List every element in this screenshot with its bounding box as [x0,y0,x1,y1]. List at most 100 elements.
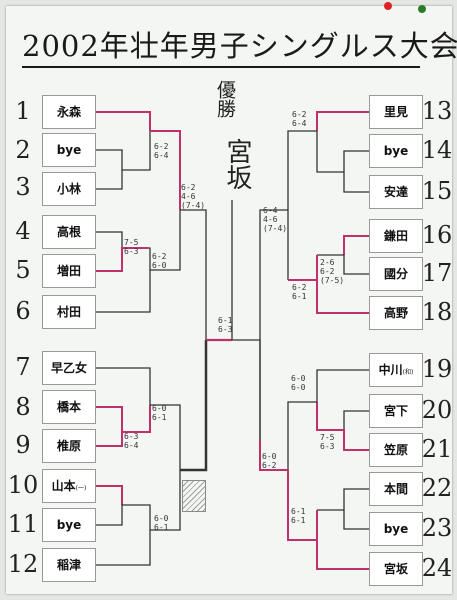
bracket-line-10 [96,406,123,432]
title-underline [22,66,420,68]
score-sf-right: 6-0 6-2 [262,452,277,470]
seed-right-16: 16 [421,221,453,249]
player-right-23: bye [369,512,423,546]
seed-left-2: 2 [15,136,31,164]
bracket-line-16 [150,470,181,531]
bracket-line-11 [96,405,151,447]
bracket-line-35 [287,470,317,541]
player-right-22: 本間 [369,472,423,506]
player-left-4: 高根 [42,215,96,249]
score-r1-h: 2-6 6-2 (7-5) [320,258,345,285]
bracket-line-37 [232,339,261,440]
green-pin-icon [418,5,426,13]
seed-left-3: 3 [15,173,31,201]
player-right-19-note: (和) [402,369,414,376]
bracket-line-20 [316,131,369,173]
bracket-line-19 [316,111,369,131]
bracket-line-34 [316,510,369,570]
bracket-line-28 [316,369,369,402]
red-pin-icon [384,2,392,10]
seed-right-20: 20 [421,396,453,424]
seed-right-24: 24 [421,554,453,582]
seed-left-6: 6 [15,297,31,325]
bracket-line-17 [180,340,208,472]
seed-right-17: 17 [421,259,453,287]
player-right-21: 笠原 [369,433,423,467]
seed-right-19: 19 [421,355,453,383]
player-left-11: bye [42,508,96,542]
seed-right-18: 18 [421,298,453,326]
score-r1-l: 6-1 6-1 [291,507,306,525]
player-left-2: bye [42,133,96,167]
player-left-10-note: (一) [75,485,87,492]
bracket-line-12 [150,404,181,470]
bracket-line-29 [343,410,369,430]
score-r1-k: 7-5 6-3 [320,433,335,451]
player-right-24: 宮坂 [369,552,423,586]
player-left-10-name: 山本 [51,479,76,493]
score-qf-right-a: 6-4 4-6 (7-4) [263,206,288,233]
bracket-line-15 [96,530,151,566]
player-left-9: 椎原 [42,429,96,463]
bracket-line-36 [259,440,288,471]
score-final: 6-1 6-3 [218,316,233,334]
player-right-14: bye [369,134,423,168]
page-title: 2002年壮年男子シングルス大会 [22,29,457,63]
player-right-16: 鎌田 [369,219,423,253]
seed-left-11: 11 [7,510,39,538]
bracket-line-4 [96,231,123,248]
bracket-line-8 [180,209,207,340]
bracket-line-13 [96,485,123,505]
seed-right-13: 13 [421,97,453,125]
bracket-line-2 [96,170,123,190]
bracket-line-9 [96,367,151,405]
seed-right-22: 22 [421,474,453,502]
champion-name: 宮坂 [222,138,252,190]
bracket-line-6 [96,270,151,313]
score-r1-b: 7-5 6-3 [124,238,139,256]
seed-right-23: 23 [421,514,453,542]
bracket-line-1 [96,131,151,171]
score-r1-c: 6-2 6-0 [152,252,167,270]
score-r1-e: 6-3 6-4 [124,432,139,450]
bracket-line-5 [96,247,148,272]
bracket-line-3 [150,130,181,210]
seed-left-5: 5 [15,256,31,284]
bracket-line-7 [148,210,181,271]
bracket-line-33 [317,509,369,530]
champion-heading: 優勝 [214,80,236,118]
seed-left-8: 8 [15,393,31,421]
score-r1-a: 6-2 6-4 [154,142,169,160]
player-right-19-name: 中川 [378,363,403,377]
bracket-line-0 [96,111,151,131]
player-right-18: 高野 [369,296,423,330]
bracket-line-27 [259,209,288,440]
bracket-line-25 [316,255,369,314]
player-left-3: 小林 [42,172,96,206]
crossed-out-score [182,480,206,512]
player-right-15: 安達 [369,175,423,209]
bracket-line-21 [343,172,369,193]
seed-left-9: 9 [15,431,31,459]
bracket-line-30 [316,402,369,451]
player-left-7: 早乙女 [42,351,96,385]
seed-left-1: 1 [15,97,31,125]
player-right-19: 中川(和) [369,353,423,387]
score-r1-f: 6-0 6-1 [154,514,169,532]
player-left-8: 橋本 [42,390,96,424]
player-right-20: 宮下 [369,394,423,428]
player-right-17: 國分 [369,257,423,291]
bracket-line-23 [343,235,369,255]
bracket-line-14 [96,504,151,530]
score-r1-g: 6-2 6-4 [292,110,307,128]
seed-left-10: 10 [7,471,39,499]
seed-left-4: 4 [15,217,31,245]
seed-right-14: 14 [421,136,453,164]
score-r1-j: 6-0 6-0 [291,374,306,392]
seed-right-21: 21 [421,435,453,463]
player-left-12: 稲津 [42,548,96,582]
seed-left-12: 12 [7,550,39,578]
player-right-13: 里見 [369,95,423,129]
bracket-line-32 [343,488,369,510]
